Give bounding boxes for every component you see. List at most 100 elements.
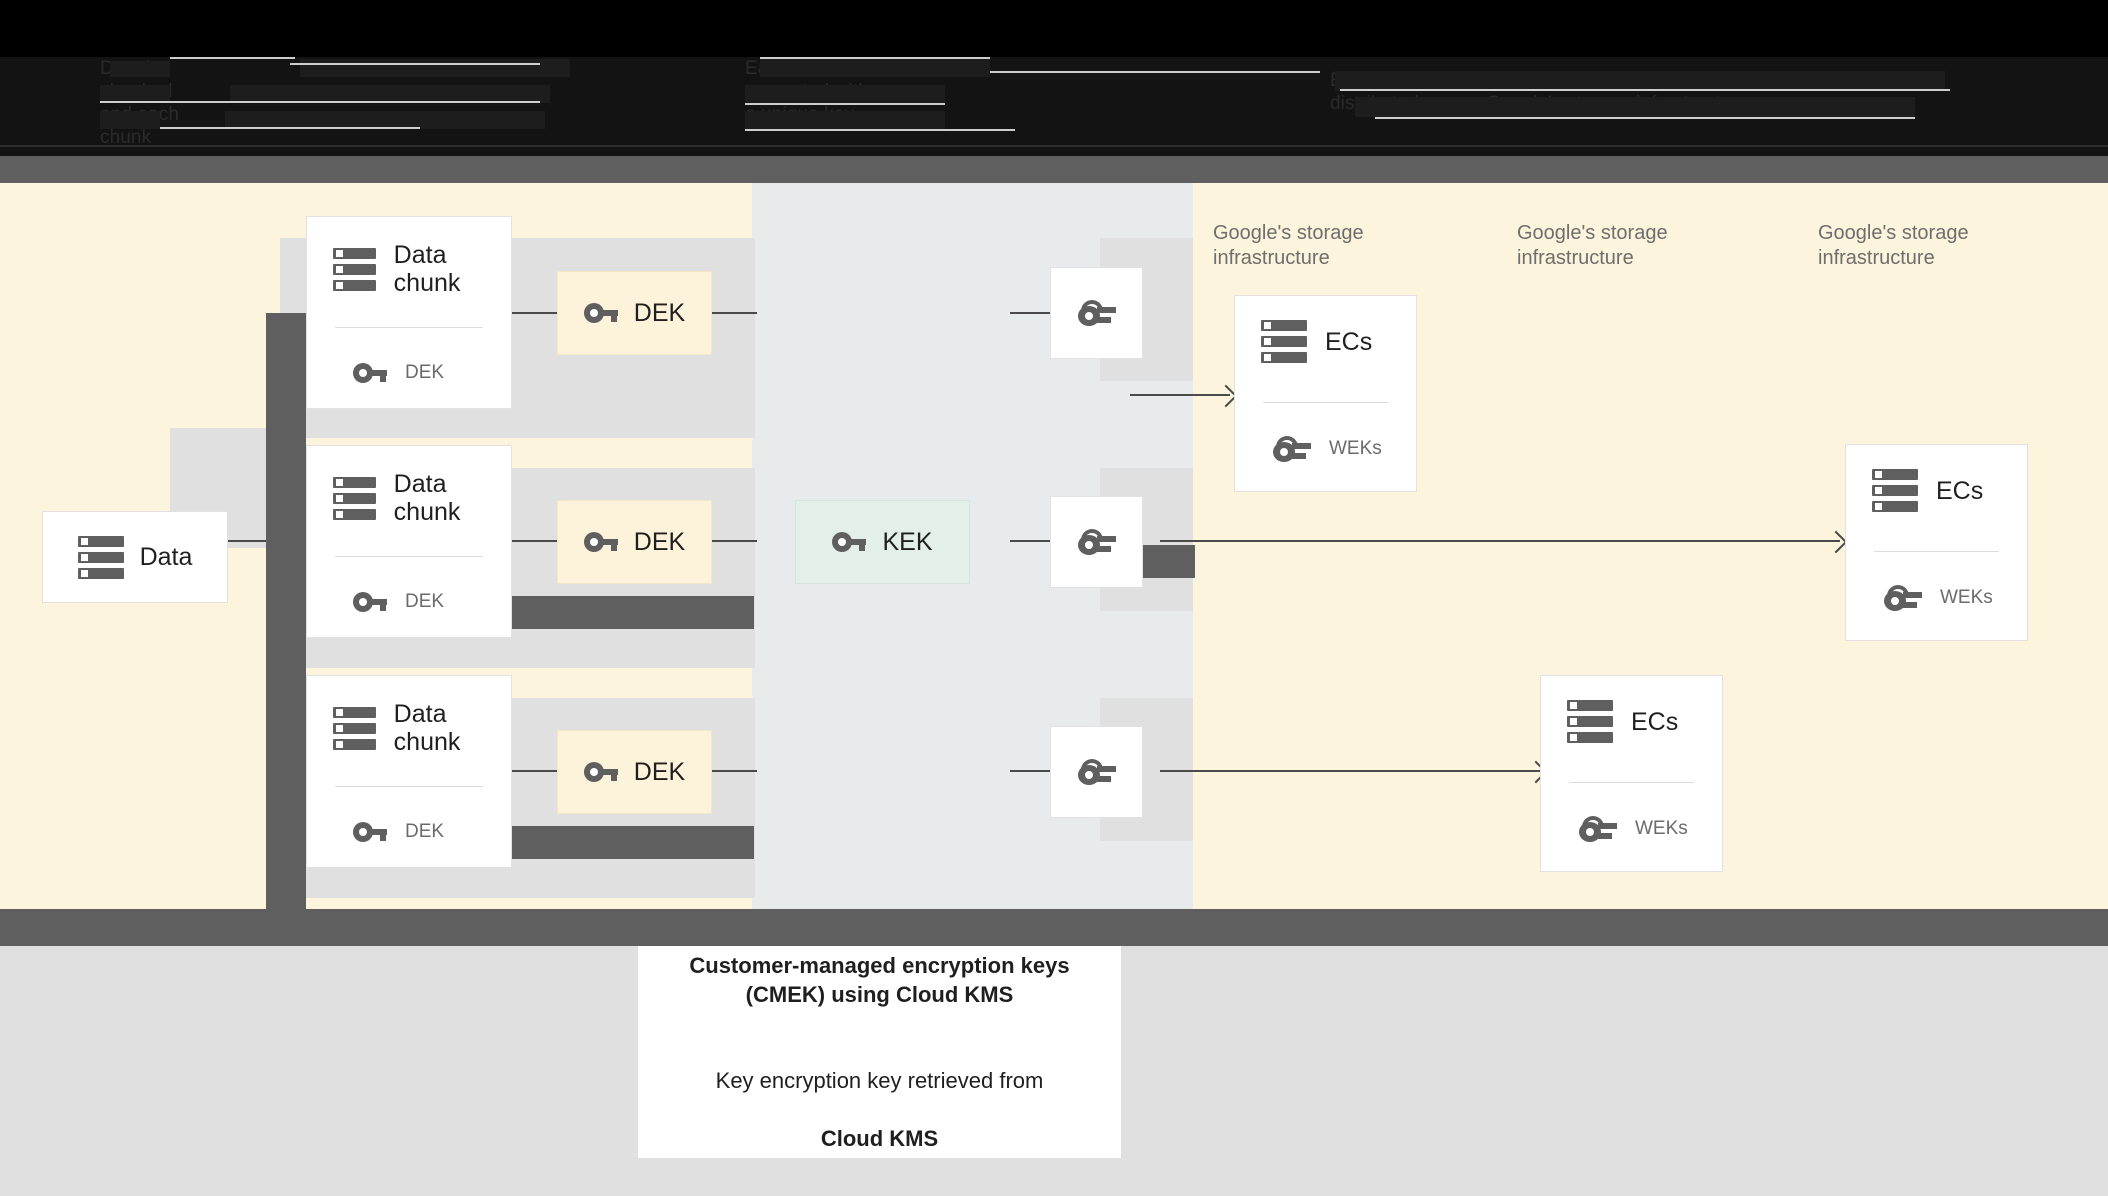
wrapped-key-icon [1579,816,1617,842]
chunk-3-key-label: DEK [405,821,445,842]
node-data-chunk-3[interactable]: Data chunk DEK [306,675,512,868]
ecs-2-title-row: ECs [1872,469,1983,512]
header-smear-6 [100,85,170,103]
connector-chunk1-to-dek1 [512,312,557,314]
key-icon [353,822,387,842]
header-smear-8 [745,85,945,103]
header-smear-10 [225,111,545,129]
header-rule-10 [745,129,1015,131]
chunk-2-divider [335,556,483,557]
wrapped-key-icon [1077,759,1116,785]
ecs-1-key-row: WEKs [1273,436,1382,462]
chunk-1-title-row: Data chunk [333,241,511,297]
chunk-1-title: Data chunk [393,241,461,297]
header-rule-8 [745,103,945,105]
node-wek-1[interactable] [1050,267,1143,359]
node-data-chunk-2[interactable]: Data chunk DEK [306,445,512,638]
key-icon [832,532,867,552]
header-rule-2 [290,63,540,65]
header-smear-2 [300,59,570,77]
chunk-2-key-label: DEK [405,591,445,612]
arrow-line-wek3-to-ec3 [1160,770,1540,772]
node-ecs-2[interactable]: ECs WEKs [1845,444,2028,641]
caption-bold-line: Customer-managed encryption keys (CMEK) … [689,953,1070,1007]
key-icon [583,303,618,323]
connector-dek3-out [712,770,757,772]
key-icon [583,762,618,782]
node-dek-3[interactable]: DEK [557,730,712,814]
node-wek-2[interactable] [1050,496,1143,588]
node-data-chunk-1[interactable]: Data chunk DEK [306,216,512,409]
node-ecs-3[interactable]: ECs WEKs [1540,675,1723,872]
dek-3-label: DEK [633,758,686,786]
header-smear-9 [100,111,160,129]
ecs-3-divider [1569,782,1694,783]
ecs-3-key-row: WEKs [1579,816,1688,842]
node-ecs-1[interactable]: ECs WEKs [1234,295,1417,492]
header-smear-11 [745,111,945,129]
connector-to-wek1 [1010,312,1050,314]
infra-label-2: Google's storage infrastructure [1517,222,1668,269]
chunk-1-key-row: DEK [353,362,444,384]
header-obscured-text-region: Data is chunked and each chunk Each chun… [0,57,2108,156]
header-rule-4 [990,71,1320,73]
ecs-2-divider [1874,551,1999,552]
arrow-line-wek1-to-ec1 [1130,394,1230,396]
header-rule-9 [160,127,420,129]
chunk-3-key-row: DEK [353,821,444,843]
caption-normal-line: Key encryption key retrieved from Cloud … [716,1037,1044,1153]
header-black-strip [0,0,2108,57]
connector-chunk2-to-dek2 [512,540,557,542]
caption-normal-bold: Cloud KMS [820,1126,939,1151]
header-smear-4 [1335,71,1945,91]
kek-label: KEK [882,528,933,556]
caption-normal-text: Key encryption key retrieved from [715,1068,1044,1093]
header-rule-3 [760,57,990,59]
node-dek-2[interactable]: DEK [557,500,712,584]
header-rule-1 [170,57,295,59]
header-rule-7 [100,101,540,103]
header-smear-7 [230,85,550,103]
connector-dek1-out [712,312,757,314]
header-separator-band [0,156,2108,183]
header-smear-3 [760,59,990,77]
header-rule-5 [1340,89,1950,91]
connector-dek2-out [712,540,757,542]
storage-icon [1261,320,1307,363]
node-data[interactable]: Data [42,511,228,603]
connector-chunk3-to-dek3 [512,770,557,772]
ecs-3-key-label: WEKs [1635,818,1688,839]
chunk-3-title: Data chunk [393,700,461,756]
storage-icon [1872,469,1918,512]
header-smear-5 [1355,97,1915,117]
key-icon [353,363,387,383]
storage-icon [77,535,124,579]
chunk-3-divider [335,786,483,787]
chunk-2-title-row: Data chunk [333,470,511,526]
wrapped-key-icon [1077,300,1116,326]
storage-icon [333,476,376,520]
chunk-2-key-row: DEK [353,591,444,613]
storage-icon [1567,700,1613,743]
arrow-head-ec2 [1824,530,1848,554]
header-rule-6 [1375,117,1915,119]
infra-label-3: Google's storage infrastructure [1818,222,1969,269]
node-wek-3[interactable] [1050,726,1143,818]
node-kek[interactable]: KEK [795,500,970,584]
node-dek-1[interactable]: DEK [557,271,712,355]
ecs-3-title-row: ECs [1567,700,1678,743]
chunk-3-title-row: Data chunk [333,700,511,756]
key-icon [353,592,387,612]
chunk-2-title: Data chunk [393,470,461,526]
footer-separator-band [0,909,2108,946]
header-rule-11 [0,145,2108,147]
storage-icon [333,706,376,750]
wrapped-key-icon [1077,529,1116,555]
header-smear-1 [110,61,170,77]
ecs-1-title-row: ECs [1261,320,1372,363]
ecs-2-key-label: WEKs [1940,587,1993,608]
node-data-label: Data [139,543,193,571]
ecs-3-title: ECs [1631,707,1679,736]
ecs-1-title: ECs [1325,327,1373,356]
